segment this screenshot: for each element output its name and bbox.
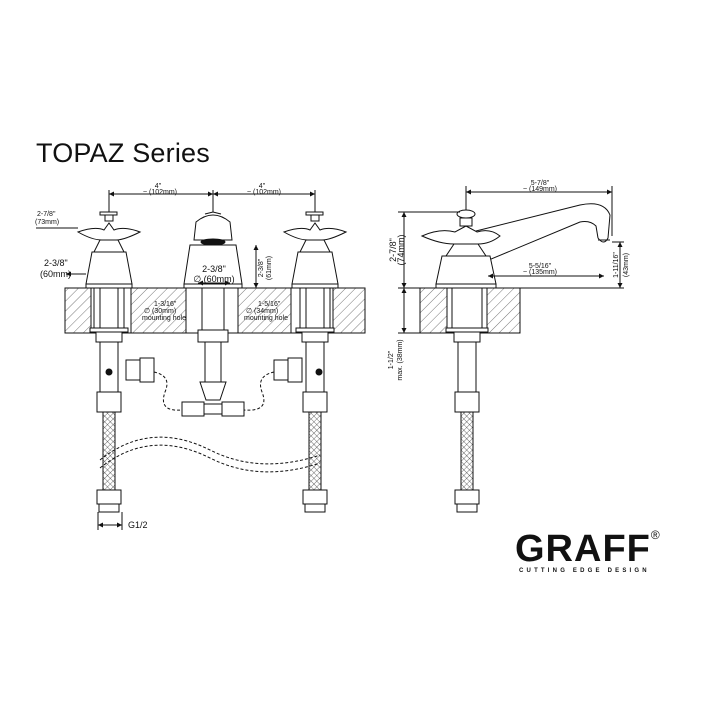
dim-handle-base-inch: 2-3/8" bbox=[44, 258, 68, 268]
dim-spout-height-inch: 2-3/8" bbox=[258, 258, 265, 277]
dim-center-hole-mm: ∅ (30mm) bbox=[144, 308, 176, 315]
dim-spout-height-mm: (61mm) bbox=[266, 256, 273, 280]
dim-height-inch: 2-7/8" bbox=[388, 238, 398, 262]
dim-clearance-inch: 1-11/16" bbox=[613, 252, 620, 278]
dim-side-hole-label: mounting hole bbox=[244, 315, 288, 322]
brand-tagline: CUTTING EDGE DESIGN bbox=[519, 568, 650, 574]
dim-spout-base-inch: 2-3/8" bbox=[202, 264, 226, 274]
dim-reach-inch: 5-5/16" bbox=[529, 263, 552, 270]
dim-center-hole-inch: 1-3/16" bbox=[154, 301, 177, 308]
dim-handle-height-inch: 2-7/8" bbox=[37, 211, 56, 218]
left-handle bbox=[76, 211, 142, 513]
dim-spacing-left-inch: 4" bbox=[155, 183, 162, 190]
dim-clearance-mm: (43mm) bbox=[623, 253, 630, 277]
dim-connection: G1/2 bbox=[128, 520, 148, 530]
dim-height-mm: (74mm) bbox=[396, 234, 406, 265]
dim-handle-base-mm: (60mm) bbox=[40, 269, 71, 279]
dim-spacing-right-inch: 4" bbox=[259, 183, 266, 190]
dim-side-hole-mm: ∅ (34mm) bbox=[246, 308, 278, 315]
brand-logo: GRAFF® bbox=[515, 528, 661, 571]
dim-handle-height-mm: (73mm) bbox=[35, 219, 59, 226]
page-title: TOPAZ Series bbox=[36, 138, 210, 168]
dim-spout-base-mm: ∅ (60mm) bbox=[193, 274, 234, 284]
dim-depth-mm: ~ (149mm) bbox=[523, 186, 557, 193]
front-view bbox=[36, 190, 366, 530]
registered-mark: ® bbox=[650, 528, 661, 542]
brand-name: GRAFF bbox=[515, 528, 651, 570]
dim-side-hole-inch: 1-5/16" bbox=[258, 301, 281, 308]
dim-reach-mm: ~ (135mm) bbox=[523, 269, 557, 276]
center-spout bbox=[181, 211, 245, 417]
right-handle bbox=[282, 211, 348, 513]
dim-max-deck-inch: 1-1/2" bbox=[388, 350, 395, 369]
dim-max-deck-mm: max. (38mm) bbox=[397, 339, 404, 380]
dim-center-hole-label: mounting hole bbox=[142, 315, 186, 322]
dim-spacing-right-mm: ~ (102mm) bbox=[247, 189, 281, 196]
dim-depth-inch: 5-7/8" bbox=[531, 180, 550, 187]
dim-spacing-left-mm: ~ (102mm) bbox=[143, 189, 177, 196]
side-view bbox=[398, 186, 624, 513]
